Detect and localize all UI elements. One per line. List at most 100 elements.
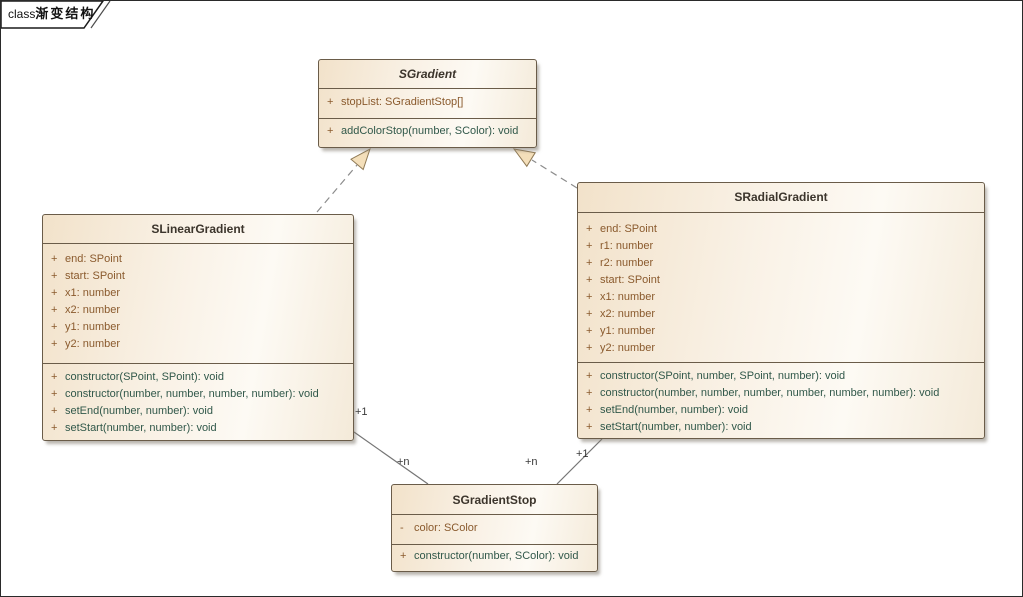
visibility-sign: + <box>51 252 58 265</box>
attribute-text: stopList: SGradientStop[] <box>341 96 464 109</box>
multiplicity-label-radial-target: +n <box>525 456 538 468</box>
realization-connector-radial[interactable] <box>512 148 578 189</box>
frame-pentagon-icon <box>1 1 111 29</box>
attribute-row: +y1: number <box>578 323 984 340</box>
visibility-sign: + <box>51 337 58 350</box>
visibility-sign: + <box>51 404 58 417</box>
class-box-sgradientstop[interactable]: SGradientStop -color: SColor + constructo… <box>391 484 598 572</box>
diagram-frame-label: class渐变结构 <box>1 1 131 35</box>
methods-compartment: + constructor(SPoint, number, SPoint, num… <box>578 363 984 438</box>
method-row: + addColorStop(number, SColor): void <box>319 123 536 140</box>
visibility-sign: + <box>586 239 593 252</box>
attribute-row: +r2: number <box>578 255 984 272</box>
class-box-slineargradient[interactable]: SLinearGradient + end: SPoint +start: SPo… <box>42 214 354 441</box>
attribute-row: -color: SColor <box>392 520 597 537</box>
attribute-row: + r1: number <box>578 238 984 255</box>
method-row: + constructor(number, SColor): void <box>392 548 597 565</box>
method-text: constructor(SPoint, number, SPoint, numb… <box>600 369 846 382</box>
methods-compartment: + addColorStop(number, SColor): void <box>319 119 536 147</box>
attribute-row: +start: SPoint <box>43 268 353 285</box>
method-text: constructor(number, number, number, numb… <box>65 387 319 400</box>
method-row: + setStart(number, number): void <box>43 420 353 437</box>
visibility-sign: + <box>327 124 334 137</box>
method-row: + setEnd(number, number): void <box>578 402 984 419</box>
class-title: SLinearGradient <box>43 215 353 244</box>
frame-title: class渐变结构 <box>8 1 95 28</box>
frame-diagram-name: 渐变结构 <box>35 6 96 21</box>
attribute-text: end: SPoint <box>600 222 657 235</box>
method-text: addColorStop(number, SColor): void <box>341 124 519 137</box>
visibility-sign: + <box>51 286 58 299</box>
method-row: + constructor(number, number, number, num… <box>578 385 984 402</box>
visibility-sign: + <box>586 386 593 399</box>
attributes-compartment: +end: SPoint +start: SPoint +x1: number … <box>43 244 353 364</box>
multiplicity-label-linear-target: +n <box>397 456 410 468</box>
visibility-sign: + <box>586 307 593 320</box>
methods-compartment: + constructor(number, SColor): void <box>392 545 597 571</box>
attribute-text: y1: number <box>65 320 121 333</box>
association-connector-linear-stop[interactable] <box>353 431 429 485</box>
frame-keyword: class <box>8 7 36 21</box>
attributes-compartment: + stopList: SGradientStop[] <box>319 89 536 119</box>
visibility-sign: + <box>51 387 58 400</box>
attribute-row: + end: SPoint <box>43 251 353 268</box>
method-row: + constructor(number, number, number, num… <box>43 386 353 403</box>
method-text: constructor(number, SColor): void <box>414 549 579 562</box>
visibility-sign: + <box>586 256 593 269</box>
attribute-text: r1: number <box>600 239 654 252</box>
method-row: +setStart(number, number): void <box>578 419 984 436</box>
method-text: setEnd(number, number): void <box>600 403 748 416</box>
attribute-text: y1: number <box>600 324 656 337</box>
class-title: SGradientStop <box>392 485 597 516</box>
attribute-row: + end: SPoint <box>578 221 984 238</box>
hollow-triangle-arrow-icon <box>350 147 371 171</box>
methods-compartment: + constructor(SPoint, SPoint): void + cons… <box>43 364 353 440</box>
attribute-text: x2: number <box>65 303 121 316</box>
attribute-row: +x1: number <box>578 289 984 306</box>
method-text: constructor(SPoint, SPoint): void <box>65 370 224 383</box>
visibility-sign: + <box>586 290 593 303</box>
attribute-row: + y2: number <box>578 340 984 357</box>
method-text: setStart(number, number): void <box>65 421 217 434</box>
visibility-sign: + <box>51 303 58 316</box>
method-row: + constructor(SPoint, SPoint): void <box>43 369 353 386</box>
realization-connector-linear[interactable] <box>316 147 371 213</box>
association-connector-radial-stop[interactable] <box>556 438 603 485</box>
visibility-sign: + <box>586 273 593 286</box>
multiplicity-label-radial-source: +1 <box>576 448 589 460</box>
visibility-sign: + <box>586 403 593 416</box>
method-row: + setEnd(number, number): void <box>43 403 353 420</box>
attribute-text: x2: number <box>600 307 656 320</box>
visibility-sign: + <box>327 96 334 109</box>
attribute-text: x1: number <box>65 286 121 299</box>
visibility-sign: + <box>586 222 593 235</box>
method-row: + constructor(SPoint, number, SPoint, num… <box>578 368 984 385</box>
method-text: setStart(number, number): void <box>600 420 752 433</box>
method-text: constructor(number, number, number, numb… <box>600 386 940 399</box>
attributes-compartment: -color: SColor <box>392 515 597 545</box>
class-box-sgradient[interactable]: SGradient + stopList: SGradientStop[] + ad… <box>318 59 537 148</box>
visibility-sign: + <box>51 370 58 383</box>
visibility-sign: - <box>400 522 404 535</box>
visibility-sign: + <box>400 549 407 562</box>
method-text: setEnd(number, number): void <box>65 404 213 417</box>
class-title: SRadialGradient <box>578 183 984 213</box>
multiplicity-label-linear-source: +1 <box>355 406 368 418</box>
attribute-row: + stopList: SGradientStop[] <box>319 94 536 111</box>
attribute-text: y2: number <box>600 341 656 354</box>
visibility-sign: + <box>586 341 593 354</box>
attributes-compartment: +end: SPoint +r1: number +r2: number +st… <box>578 213 984 363</box>
visibility-sign: + <box>586 369 593 382</box>
visibility-sign: + <box>51 421 58 434</box>
attribute-row: + x2: number <box>43 302 353 319</box>
hollow-triangle-arrow-icon <box>512 148 537 168</box>
class-box-sradialgradient[interactable]: SRadialGradient + end: SPoint + r1: number… <box>577 182 985 439</box>
visibility-sign: + <box>51 320 58 333</box>
attribute-text: color: SColor <box>414 522 478 535</box>
attribute-row: + y1: number <box>43 319 353 336</box>
visibility-sign: + <box>51 269 58 282</box>
class-title: SGradient <box>319 60 536 90</box>
attribute-text: end: SPoint <box>65 252 122 265</box>
